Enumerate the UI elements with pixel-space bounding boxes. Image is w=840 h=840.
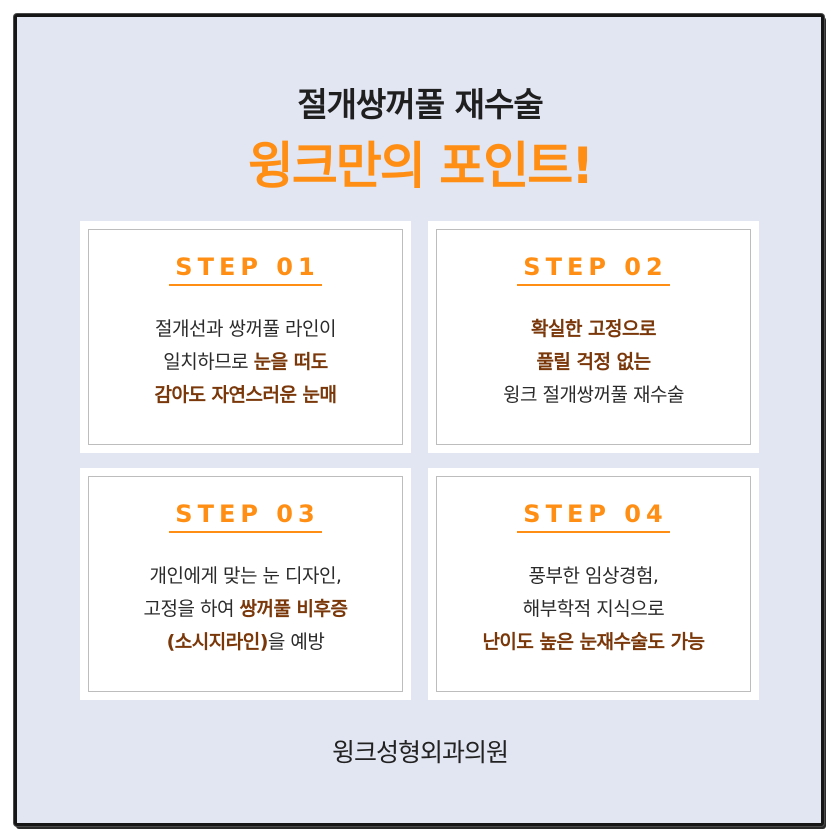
step-label: STEP 01 xyxy=(169,253,322,286)
description-line: 감아도 자연스러운 눈매 xyxy=(80,379,411,412)
step-card-3: STEP 03 개인에게 맞는 눈 디자인,고정을 하여 쌍꺼풀 비후증(소시지… xyxy=(80,468,411,700)
highlight-text: 확실한 고정으로 xyxy=(531,318,656,340)
step-label: STEP 04 xyxy=(517,500,670,533)
highlight-text: 난이도 높은 눈재수술도 가능 xyxy=(482,631,705,653)
card-border xyxy=(436,229,751,445)
page-subheading: 윙크만의 포인트! xyxy=(247,137,594,195)
description-line: 일치하므로 눈을 떠도 xyxy=(80,346,411,379)
highlight-text: 눈을 떠도 xyxy=(253,351,329,373)
card-border xyxy=(88,476,403,692)
page-heading: 절개쌍꺼풀 재수술 xyxy=(297,85,543,124)
step-label: STEP 03 xyxy=(169,500,322,533)
description-line: 풀릴 걱정 없는 xyxy=(428,346,759,379)
description-text: 해부학적 지식으로 xyxy=(522,598,665,620)
description-text: 을 예방 xyxy=(267,631,325,653)
step-label: STEP 02 xyxy=(517,253,670,286)
description-line: 해부학적 지식으로 xyxy=(428,593,759,626)
description-line: 윙크 절개쌍꺼풀 재수술 xyxy=(428,379,759,412)
description-text: 절개선과 쌍꺼풀 라인이 xyxy=(155,318,336,340)
description-line: 확실한 고정으로 xyxy=(428,313,759,346)
description-line: 난이도 높은 눈재수술도 가능 xyxy=(428,626,759,659)
description-line: (소시지라인)을 예방 xyxy=(80,626,411,659)
description-line: 개인에게 맞는 눈 디자인, xyxy=(80,560,411,593)
description-line: 고정을 하여 쌍꺼풀 비후증 xyxy=(80,593,411,626)
highlight-text: 감아도 자연스러운 눈매 xyxy=(154,384,337,406)
clinic-name: 윙크성형외과의원 xyxy=(331,738,509,767)
description-line: 풍부한 임상경험, xyxy=(428,560,759,593)
description-text: 풍부한 임상경험, xyxy=(528,565,659,587)
description-text: 고정을 하여 xyxy=(143,598,240,620)
description-text: 개인에게 맞는 눈 디자인, xyxy=(149,565,342,587)
card-description: 개인에게 맞는 눈 디자인,고정을 하여 쌍꺼풀 비후증(소시지라인)을 예방 xyxy=(80,560,411,659)
highlight-text: 쌍꺼풀 비후증 xyxy=(239,598,348,620)
highlight-text: (소시지라인) xyxy=(166,631,269,653)
card-border xyxy=(88,229,403,445)
description-text: 윙크 절개쌍꺼풀 재수술 xyxy=(503,384,684,406)
card-border xyxy=(436,476,751,692)
description-text: 일치하므로 xyxy=(163,351,254,373)
highlight-text: 풀릴 걱정 없는 xyxy=(536,351,651,373)
description-line: 절개선과 쌍꺼풀 라인이 xyxy=(80,313,411,346)
